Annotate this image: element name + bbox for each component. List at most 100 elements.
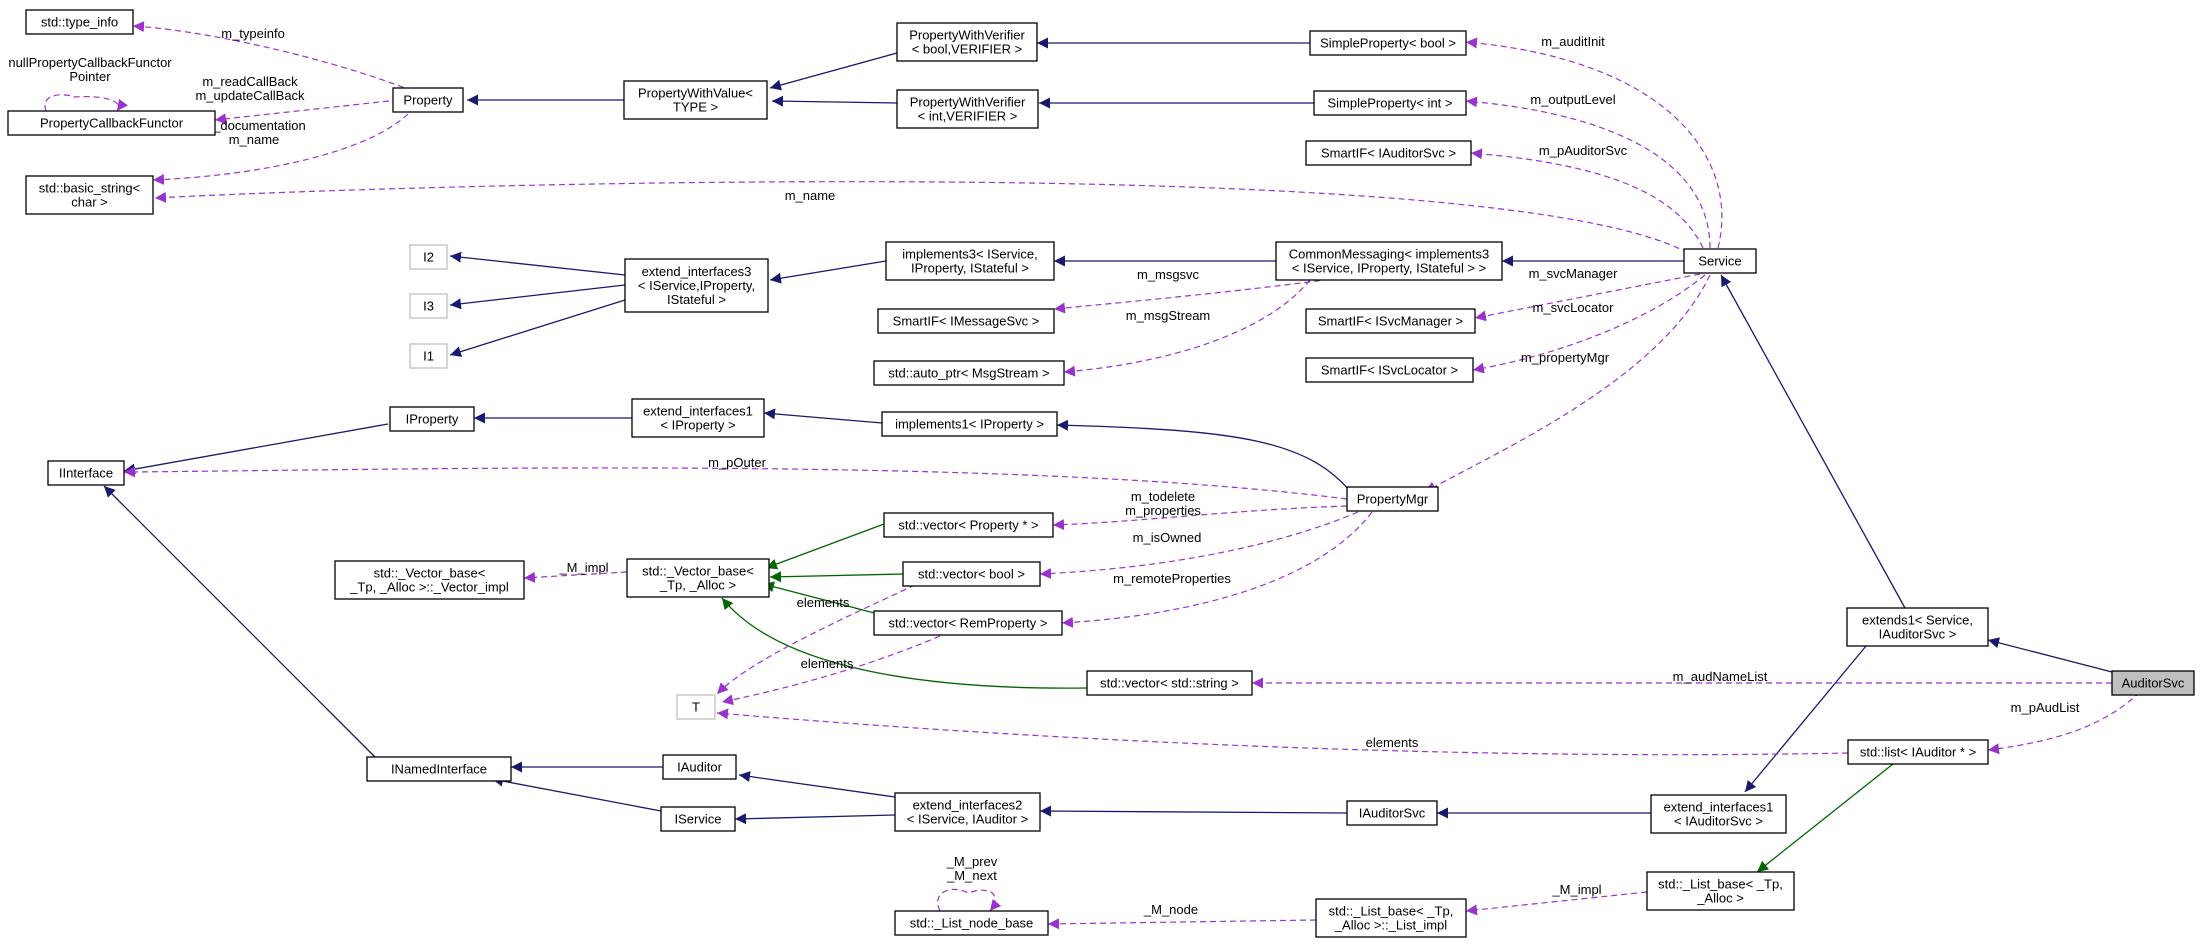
edge-label-propertymgr: m_propertyMgr [1521, 350, 1610, 365]
class-node-bstring[interactable]: std::basic_string<char > [25, 175, 154, 215]
class-box [896, 22, 1038, 62]
class-name-line: CommonMessaging< implements3 [1289, 247, 1490, 262]
class-node-iinterface[interactable]: IInterface [47, 460, 125, 486]
class-node-pcf[interactable]: PropertyCallbackFunctor [7, 110, 216, 136]
class-node-ext2[interactable]: extend_interfaces2< IService, IAuditor > [894, 792, 1041, 832]
edge-label-isowned: m_isOwned [1133, 530, 1202, 545]
class-node-vprop[interactable]: std::vector< Property * > [883, 512, 1054, 538]
edge-label-audnamelist: m_audNameList [1673, 669, 1768, 684]
edge-ext2-to-iservice [734, 813, 896, 825]
edge-label-bstring_svc: m_name [785, 188, 836, 203]
class-node-impl1[interactable]: implements1< IProperty > [881, 411, 1058, 437]
edge-label-outputlevel: m_outputLevel [1530, 92, 1615, 107]
class-node-typeinfo[interactable]: std::type_info [25, 9, 134, 35]
class-name-line: SmartIF< ISvcLocator > [1321, 363, 1458, 378]
class-node-inamed[interactable]: INamedInterface [366, 756, 512, 782]
class-name-line: Property [403, 93, 453, 108]
class-node-property[interactable]: Property [392, 87, 464, 113]
class-node-pwvi[interactable]: PropertyWithVerifier< int,VERIFIER > [896, 89, 1039, 129]
class-node-iauditor[interactable]: IAuditor [662, 754, 737, 780]
class-node-service[interactable]: Service [1683, 248, 1757, 274]
edge-pmgr-iinterface [123, 466, 1348, 500]
class-node-spb[interactable]: SimpleProperty< bool > [1309, 30, 1467, 56]
class-box [623, 80, 768, 120]
class-node-pwvb[interactable]: PropertyWithVerifier< bool,VERIFIER > [896, 22, 1038, 62]
class-node-i2[interactable]: I2 [409, 244, 448, 270]
edge-ext3-to-i3 [449, 284, 626, 310]
class-name-line: IService [675, 812, 722, 827]
class-name-line: implements3< IService, [902, 247, 1037, 262]
edge-property-bstring [152, 113, 409, 186]
edge-pwvb-to-pwv [769, 52, 898, 91]
class-node-vimpl[interactable]: std::_Vector_base<_Tp, _Alloc >::_Vector… [334, 560, 525, 600]
class-node-spi[interactable]: SimpleProperty< int > [1313, 90, 1467, 116]
class-node-autoptr[interactable]: std::auto_ptr< MsgStream > [873, 360, 1065, 386]
class-name-line: IAuditorSvc [1359, 806, 1426, 821]
class-node-ext1s[interactable]: extends1< Service,IAuditorSvc > [1846, 607, 1989, 647]
class-node-ssvcl[interactable]: SmartIF< ISvcLocator > [1305, 357, 1474, 383]
class-name-line: I3 [423, 299, 434, 314]
class-box [409, 343, 448, 369]
class-node-saud[interactable]: SmartIF< IAuditorSvc > [1305, 140, 1472, 166]
edge-label-svclocator: m_svcLocator [1533, 300, 1615, 315]
class-name-line: std::_List_base< _Tp, [1658, 877, 1783, 892]
class-node-limpl[interactable]: std::_List_base< _Tp,_Alloc >::_List_imp… [1315, 898, 1467, 938]
class-node-vstr[interactable]: std::vector< std::string > [1086, 670, 1253, 696]
edge-label-bstring_prop: m_documentation [202, 118, 305, 133]
class-name-line: Service [1698, 254, 1741, 269]
class-node-iservice[interactable]: IService [660, 806, 736, 832]
class-node-iproperty[interactable]: IProperty [389, 406, 475, 432]
edge-label-svcmanager: m_svcManager [1529, 266, 1619, 281]
class-node-impl3[interactable]: implements3< IService,IProperty, IStatef… [885, 241, 1055, 281]
class-node-i1[interactable]: I1 [409, 343, 448, 369]
class-box [7, 110, 216, 136]
class-node-vrem[interactable]: std::vector< RemProperty > [873, 610, 1063, 636]
class-name-line: extend_interfaces1 [643, 404, 753, 419]
class-name-line: IInterface [59, 466, 113, 481]
class-box [873, 610, 1063, 636]
edge-pcf-self [44, 94, 128, 112]
edge-auditorsvc-to-ext1s [1987, 637, 2113, 673]
class-node-i3[interactable]: I3 [409, 293, 448, 319]
class-node-vbase[interactable]: std::_Vector_base<_Tp, _Alloc > [626, 558, 770, 598]
class-node-ext3[interactable]: extend_interfaces3< IService,IProperty,I… [624, 258, 769, 313]
class-box [1305, 357, 1474, 383]
class-box [1646, 871, 1795, 911]
class-node-pwv[interactable]: PropertyWithValue<TYPE > [623, 80, 768, 120]
edge-limpl-lnode [1047, 918, 1317, 930]
class-node-cm[interactable]: CommonMessaging< implements3< IService, … [1275, 241, 1503, 281]
edge-vstr-to-vbase [721, 597, 1088, 689]
class-name-line: < IAuditorSvc > [1674, 814, 1763, 829]
edge-label-remote: m_remoteProperties [1113, 571, 1231, 586]
class-box [1305, 308, 1476, 334]
class-node-listaud[interactable]: std::list< IAuditor * > [1847, 739, 1989, 765]
edge-label-mnode: _M_node [1143, 902, 1198, 917]
edge-service-ssvcm [1474, 273, 1701, 322]
class-node-auditorsvc[interactable]: AuditorSvc [2111, 670, 2195, 696]
class-box [660, 806, 736, 832]
class-node-smsg[interactable]: SmartIF< IMessageSvc > [877, 308, 1055, 334]
class-node-ext1p[interactable]: extend_interfaces1< IProperty > [631, 398, 765, 438]
class-name-line: std::type_info [41, 15, 118, 30]
class-name-line: < bool,VERIFIER > [912, 42, 1023, 57]
class-node-t[interactable]: T [676, 694, 716, 720]
class-name-line: extends1< Service, [1862, 613, 1973, 628]
class-node-lbase[interactable]: std::_List_base< _Tp,_Alloc > [1646, 871, 1795, 911]
edge-label-paudlist: m_pAudList [2011, 700, 2080, 715]
class-box [1847, 739, 1989, 765]
class-node-lnode[interactable]: std::_List_node_base [894, 910, 1049, 936]
class-node-ssvcm[interactable]: SmartIF< ISvcManager > [1305, 308, 1476, 334]
edge-service-bstring [154, 181, 1689, 254]
class-node-vbool[interactable]: std::vector< bool > [902, 561, 1041, 587]
class-name-line: SimpleProperty< bool > [1320, 36, 1456, 51]
class-node-iauditorsvc[interactable]: IAuditorSvc [1346, 800, 1438, 826]
class-name-line: SimpleProperty< int > [1327, 96, 1452, 111]
edge-label-pauditorsvc: m_pAuditorSvc [1539, 143, 1628, 158]
edge-label-bstring_prop: m_name [229, 132, 280, 147]
class-node-ext1a[interactable]: extend_interfaces1< IAuditorSvc > [1650, 794, 1787, 834]
edge-vprop-to-vbase [765, 523, 885, 570]
edge-impl3-to-ext3 [769, 260, 887, 284]
edge-label-pcf: m_updateCallBack [195, 88, 305, 103]
class-node-pmgr[interactable]: PropertyMgr [1346, 486, 1439, 512]
